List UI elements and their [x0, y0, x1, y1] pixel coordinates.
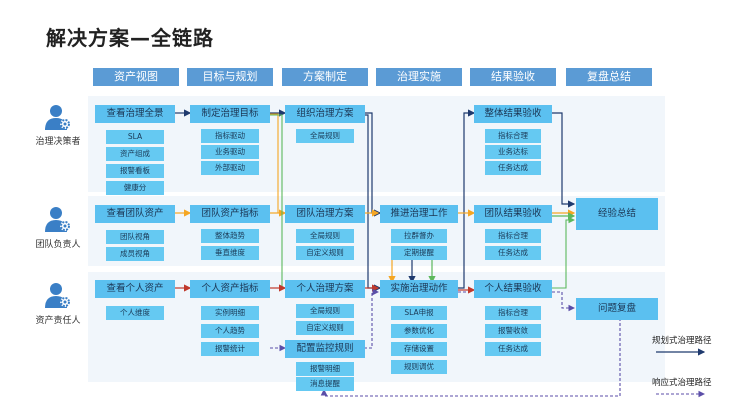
node-group-supervision[interactable]: 拉群督办 — [391, 229, 447, 243]
node-alert-convergence[interactable]: 报警收敛 — [485, 324, 541, 338]
node-overall-trend[interactable]: 整体趋势 — [201, 229, 259, 243]
node-regular-reminder[interactable]: 定期提醒 — [391, 246, 447, 260]
node-business-driven[interactable]: 业务驱动 — [201, 145, 259, 159]
legend-reactive-path: 响应式治理路径 — [652, 378, 712, 388]
node-team-perspective[interactable]: 团队视角 — [106, 230, 164, 244]
row-band-team — [88, 196, 665, 266]
node-alert-statistics[interactable]: 报警统计 — [201, 342, 259, 356]
node-metric-reasonable[interactable]: 指标合理 — [485, 229, 541, 243]
node-rule-tuning[interactable]: 规则调优 — [391, 360, 447, 374]
node-asset-composition[interactable]: 资产组成 — [106, 147, 164, 161]
node-personal-result-acceptance[interactable]: 个人结果验收 — [474, 280, 552, 298]
page-title: 解决方案—全链路 — [46, 26, 214, 50]
node-task-completed[interactable]: 任务达成 — [485, 246, 541, 260]
node-configure-monitoring-rules[interactable]: 配置监控规则 — [285, 340, 365, 358]
node-personal-trend[interactable]: 个人趋势 — [201, 324, 259, 338]
role-label-team: 团队负责人 — [35, 240, 81, 250]
node-business-target-met[interactable]: 业务达标 — [485, 145, 541, 159]
node-metric-reasonable[interactable]: 指标合理 — [485, 129, 541, 143]
node-personal-governance-plan[interactable]: 个人治理方案 — [285, 280, 365, 298]
node-storage-settings[interactable]: 存储设置 — [391, 342, 447, 356]
node-view-governance-overview[interactable]: 查看治理全景 — [95, 105, 175, 123]
node-sla-declaration[interactable]: SLA申报 — [391, 306, 447, 320]
node-organize-governance-plan[interactable]: 组织治理方案 — [285, 105, 365, 123]
node-view-personal-assets[interactable]: 查看个人资产 — [95, 280, 175, 298]
person-gear-icon — [45, 283, 70, 308]
node-health-score[interactable]: 健康分 — [106, 181, 164, 195]
node-member-perspective[interactable]: 成员视角 — [106, 247, 164, 261]
node-problem-review[interactable]: 问题复盘 — [576, 298, 658, 320]
legend-planned-path: 规划式治理路径 — [652, 336, 712, 346]
node-message-reminder[interactable]: 消息提醒 — [296, 377, 354, 391]
node-custom-rules[interactable]: 自定义规则 — [296, 246, 354, 260]
column-header-solution: 方案制定 — [282, 68, 368, 86]
node-sla[interactable]: SLA — [106, 130, 164, 144]
node-vertical-dimension[interactable]: 垂直维度 — [201, 246, 259, 260]
person-gear-icon — [45, 207, 70, 232]
column-header-review: 复盘总结 — [566, 68, 652, 86]
node-task-completed[interactable]: 任务达成 — [485, 161, 541, 175]
role-label-owner: 资产责任人 — [35, 316, 81, 326]
node-team-result-acceptance[interactable]: 团队结果验收 — [474, 205, 552, 223]
column-header-goal-plan: 目标与规划 — [187, 68, 273, 86]
node-instance-details[interactable]: 实例明细 — [201, 306, 259, 320]
node-experience-summary[interactable]: 经验总结 — [576, 198, 658, 230]
node-alert-dashboard[interactable]: 报警看板 — [106, 164, 164, 178]
node-personal-dimension[interactable]: 个人维度 — [106, 306, 164, 320]
node-parameter-optimization[interactable]: 参数优化 — [391, 324, 447, 338]
node-external-driven[interactable]: 外部驱动 — [201, 161, 259, 175]
node-team-asset-metrics[interactable]: 团队资产指标 — [190, 205, 270, 223]
column-header-implementation: 治理实施 — [376, 68, 462, 86]
role-label-decision: 治理决策者 — [35, 137, 81, 147]
node-set-governance-goals[interactable]: 制定治理目标 — [190, 105, 270, 123]
node-alert-details[interactable]: 报警明细 — [296, 362, 354, 376]
node-overall-result-acceptance[interactable]: 整体结果验收 — [474, 105, 552, 123]
node-view-team-assets[interactable]: 查看团队资产 — [95, 205, 175, 223]
node-global-rules[interactable]: 全局规则 — [296, 304, 354, 318]
node-global-rules[interactable]: 全局规则 — [296, 229, 354, 243]
node-global-rules[interactable]: 全局规则 — [296, 129, 354, 143]
node-task-completed[interactable]: 任务达成 — [485, 342, 541, 356]
person-gear-icon — [45, 105, 70, 130]
node-advance-governance-work[interactable]: 推进治理工作 — [380, 205, 458, 223]
node-personal-asset-metrics[interactable]: 个人资产指标 — [190, 280, 270, 298]
node-team-governance-plan[interactable]: 团队治理方案 — [285, 205, 365, 223]
column-header-asset-view: 资产视图 — [93, 68, 179, 86]
node-implement-governance-actions[interactable]: 实施治理动作 — [380, 280, 458, 298]
node-metric-driven[interactable]: 指标驱动 — [201, 129, 259, 143]
node-metric-reasonable[interactable]: 指标合理 — [485, 306, 541, 320]
column-header-acceptance: 结果验收 — [470, 68, 556, 86]
node-custom-rules[interactable]: 自定义规则 — [296, 321, 354, 335]
